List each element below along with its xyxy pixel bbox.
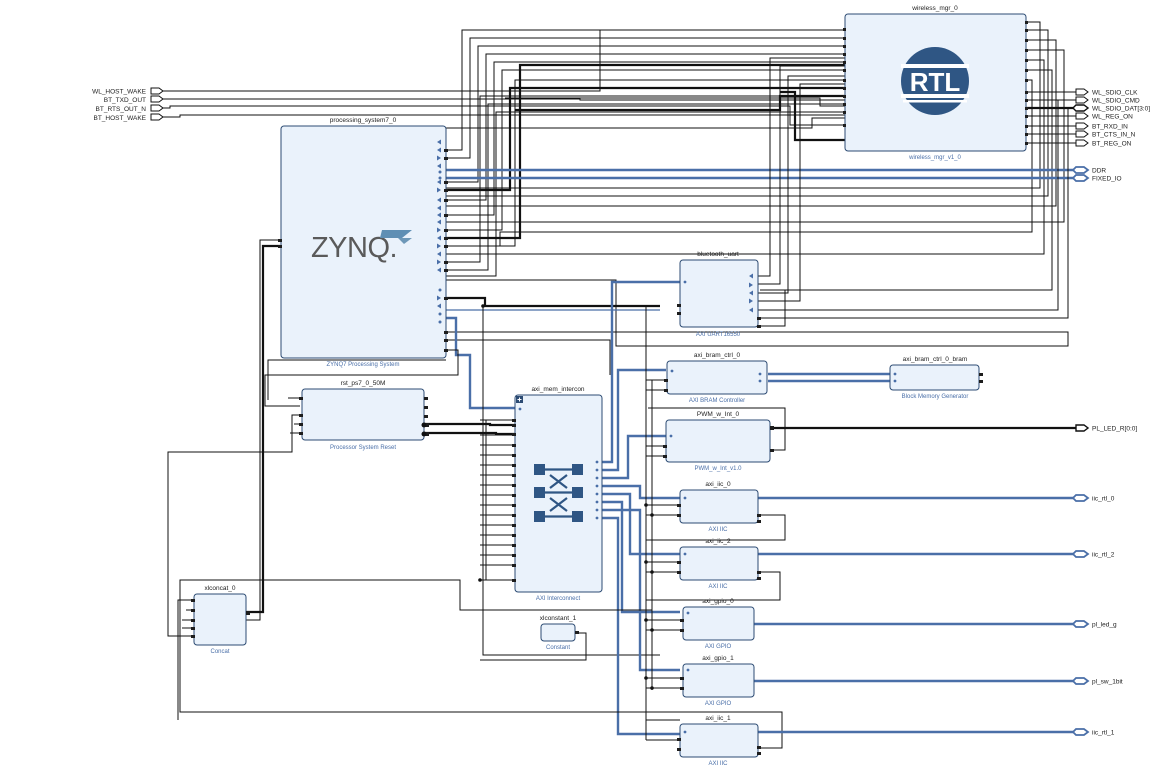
zynq-logo: ZYNQ. <box>311 230 412 264</box>
block-title: bluetooth_uart <box>697 251 739 258</box>
block-subtitle: Processor System Reset <box>330 445 396 451</box>
svg-text:pl_sw_1bit: pl_sw_1bit <box>1092 679 1123 686</box>
block-pwm[interactable]: PWM_w_Int_0 PWM_w_Int_v1.0 <box>663 411 774 472</box>
block-subtitle: wireless_mgr_v1_0 <box>908 155 961 161</box>
block-subtitle: AXI UART16550 <box>696 332 741 338</box>
svg-text:BT_CTS_IN_N: BT_CTS_IN_N <box>1092 132 1136 139</box>
block-axi-bram-controller[interactable]: axi_bram_ctrl_0 AXI BRAM Controller <box>664 352 768 404</box>
output-port-bt-cts-in-n[interactable]: BT_CTS_IN_N <box>1075 130 1136 139</box>
block-subtitle: AXI GPIO <box>705 701 732 707</box>
output-port-bt-rxd-in[interactable]: BT_RXD_IN <box>1075 122 1128 131</box>
svg-text:PL_LED_R[0:0]: PL_LED_R[0:0] <box>1092 426 1137 433</box>
block-title: xlconstant_1 <box>540 615 577 622</box>
block-axi-interconnect[interactable]: axi_mem_intercon AXI Interconnect <box>512 386 603 602</box>
output-port-wl-reg-on[interactable]: WL_REG_ON <box>1075 112 1133 121</box>
svg-text:BT_RXD_IN: BT_RXD_IN <box>1092 124 1128 131</box>
input-port-bt-txd-out[interactable]: BT_TXD_OUT <box>104 95 164 104</box>
input-port-bt-host-wake[interactable]: BT_HOST_WAKE <box>94 113 164 122</box>
block-processing-system7[interactable]: processing_system7_0 ZYNQ. ZYNQ7 Process… <box>278 117 448 368</box>
block-title: axi_gpio_0 <box>702 598 734 605</box>
input-port-wl-host-wake[interactable]: WL_HOST_WAKE <box>92 87 164 96</box>
wire-junctions <box>421 304 654 690</box>
output-port-iic-rtl-0[interactable]: iic_rtl_0 <box>1071 494 1115 503</box>
output-port-pl-sw-1bit[interactable]: pl_sw_1bit <box>1071 677 1123 686</box>
output-port-pl-led-r[interactable]: PL_LED_R[0:0] <box>1075 424 1137 433</box>
block-title: axi_iic_1 <box>705 715 731 722</box>
block-axi-iic-1[interactable]: axi_iic_1 AXI IIC <box>677 715 761 767</box>
block-title: axi_iic_2 <box>705 538 731 545</box>
block-subtitle: AXI IIC <box>708 761 728 767</box>
block-subtitle: PWM_w_Int_v1.0 <box>694 466 742 472</box>
output-port-iic-rtl-2[interactable]: iic_rtl_2 <box>1071 550 1115 559</box>
block-title: PWM_w_Int_0 <box>697 411 740 418</box>
block-block-memory-generator[interactable]: axi_bram_ctrl_0_bram Block Memory Genera… <box>889 356 983 400</box>
block-subtitle: Constant <box>546 645 570 651</box>
block-title: rst_ps7_0_50M <box>341 380 386 387</box>
block-subtitle: AXI IIC <box>708 584 728 590</box>
external-ports: WL_HOST_WAKE BT_TXD_OUT BT_RTS_OUT_N BT_… <box>92 87 1150 737</box>
svg-text:RTL: RTL <box>910 67 961 97</box>
svg-text:BT_HOST_WAKE: BT_HOST_WAKE <box>94 115 147 122</box>
svg-text:WL_HOST_WAKE: WL_HOST_WAKE <box>92 89 147 96</box>
svg-text:pl_led_g: pl_led_g <box>1092 622 1117 629</box>
output-port-ddr[interactable]: DDR <box>1071 166 1106 175</box>
block-axi-gpio-0[interactable]: axi_gpio_0 AXI GPIO <box>680 598 755 650</box>
svg-text:iic_rtl_1: iic_rtl_1 <box>1092 730 1115 737</box>
block-subtitle: AXI Interconnect <box>536 596 581 602</box>
output-port-iic-rtl-1[interactable]: iic_rtl_1 <box>1071 728 1115 737</box>
block-subtitle: ZYNQ7 Processing System <box>326 362 399 368</box>
output-port-fixed-io[interactable]: FIXED_IO <box>1071 174 1122 183</box>
block-subtitle: Concat <box>210 649 229 655</box>
svg-text:WL_SDIO_CLK: WL_SDIO_CLK <box>1092 90 1138 97</box>
block-concat[interactable]: xlconcat_0 Concat <box>191 585 250 655</box>
block-title: processing_system7_0 <box>330 117 397 124</box>
crossbar-icon <box>534 464 583 522</box>
svg-text:iic_rtl_0: iic_rtl_0 <box>1092 496 1115 503</box>
expand-icon[interactable] <box>516 396 523 403</box>
block-title: axi_bram_ctrl_0_bram <box>903 356 968 363</box>
svg-text:FIXED_IO: FIXED_IO <box>1092 176 1122 183</box>
block-axi-iic-0[interactable]: axi_iic_0 AXI IIC <box>677 481 761 533</box>
block-title: axi_bram_ctrl_0 <box>694 352 741 359</box>
block-axi-iic-2[interactable]: axi_iic_2 AXI IIC <box>677 538 761 590</box>
block-subtitle: AXI BRAM Controller <box>689 398 745 404</box>
block-title: xlconcat_0 <box>204 585 235 592</box>
block-title: axi_gpio_1 <box>702 655 734 662</box>
output-port-wl-sdio-clk[interactable]: WL_SDIO_CLK <box>1075 88 1138 97</box>
output-port-pl-led-g[interactable]: pl_led_g <box>1071 620 1117 629</box>
block-wireless-mgr[interactable]: wireless_mgr_0 RTL wireless_mgr_v1_0 <box>843 5 1028 161</box>
block-bluetooth-uart[interactable]: bluetooth_uart AXI UART16550 <box>677 251 761 338</box>
block-title: axi_mem_intercon <box>531 386 584 393</box>
block-subtitle: Block Memory Generator <box>902 394 969 400</box>
block-title: axi_iic_0 <box>705 481 731 488</box>
svg-text:iic_rtl_2: iic_rtl_2 <box>1092 552 1115 559</box>
block-subtitle: AXI IIC <box>708 527 728 533</box>
output-port-bt-reg-on[interactable]: BT_REG_ON <box>1075 139 1132 148</box>
input-port-bt-rts-out-n[interactable]: BT_RTS_OUT_N <box>96 104 164 113</box>
svg-text:WL_REG_ON: WL_REG_ON <box>1092 114 1133 121</box>
wires <box>163 21 1076 749</box>
svg-text:BT_TXD_OUT: BT_TXD_OUT <box>104 97 146 104</box>
svg-text:WL_SDIO_DAT[3:0]: WL_SDIO_DAT[3:0] <box>1092 106 1150 113</box>
svg-text:BT_RTS_OUT_N: BT_RTS_OUT_N <box>96 106 147 113</box>
output-port-wl-sdio-cmd[interactable]: WL_SDIO_CMD <box>1075 96 1140 105</box>
block-subtitle: AXI GPIO <box>705 644 732 650</box>
rtl-logo: RTL <box>901 47 969 115</box>
block-title: wireless_mgr_0 <box>911 5 958 12</box>
block-constant[interactable]: xlconstant_1 Constant <box>540 615 579 651</box>
block-axi-gpio-1[interactable]: axi_gpio_1 AXI GPIO <box>680 655 755 707</box>
svg-text:DDR: DDR <box>1092 168 1106 175</box>
output-port-wl-sdio-dat[interactable]: WL_SDIO_DAT[3:0] <box>1072 104 1150 113</box>
block-processor-system-reset[interactable]: rst_ps7_0_50M Processor System Reset <box>299 380 429 451</box>
svg-text:WL_SDIO_CMD: WL_SDIO_CMD <box>1092 98 1140 105</box>
svg-text:BT_REG_ON: BT_REG_ON <box>1092 141 1132 148</box>
